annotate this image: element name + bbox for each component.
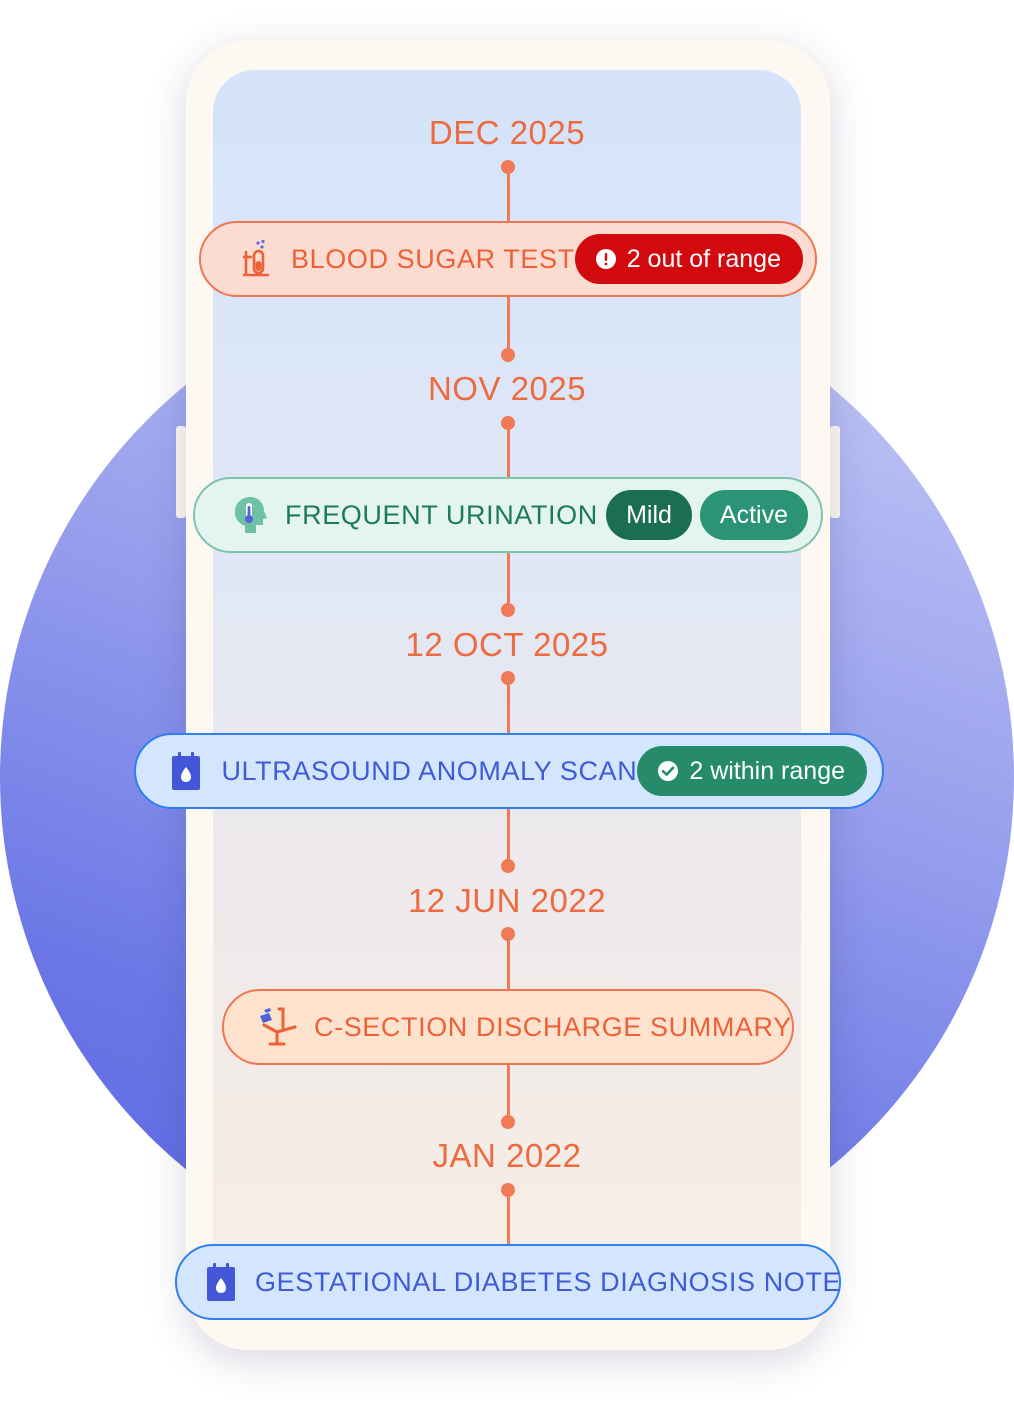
event-title: BLOOD SUGAR TEST bbox=[291, 243, 575, 274]
out-of-range-badge: 2 out of range bbox=[574, 234, 803, 284]
timeline-date: DEC 2025 bbox=[428, 114, 586, 151]
event-card-gestational-diabetes-diagnosis-note[interactable]: GESTATIONAL DIABETES DIAGNOSIS NOTE bbox=[175, 1244, 841, 1320]
timeline-dot bbox=[501, 603, 515, 617]
timeline-line bbox=[507, 1190, 510, 1246]
timeline-date: 12 JUN 2022 bbox=[407, 882, 607, 919]
timeline-dot bbox=[501, 1115, 515, 1129]
status-badge: Active bbox=[699, 490, 808, 540]
timeline-dot bbox=[501, 859, 515, 873]
event-title: C-SECTION DISCHARGE SUMMARY bbox=[314, 1011, 792, 1042]
timeline-dot bbox=[501, 671, 515, 685]
timeline-dot bbox=[501, 416, 515, 430]
timeline-date: NOV 2025 bbox=[427, 370, 587, 407]
alert-icon bbox=[595, 249, 616, 269]
badge-label: 2 within range bbox=[689, 756, 845, 785]
badge-label: 2 out of range bbox=[626, 244, 781, 273]
event-card-frequent-urination[interactable]: FREQUENT URINATION Mild Active bbox=[193, 477, 823, 553]
check-circle-icon bbox=[658, 761, 679, 781]
event-card-c-section-discharge-summary[interactable]: C-SECTION DISCHARGE SUMMARY bbox=[222, 989, 794, 1065]
event-title: ULTRASOUND ANOMALY SCAN bbox=[221, 755, 638, 786]
timeline-dot bbox=[501, 1183, 515, 1197]
event-title: FREQUENT URINATION bbox=[285, 499, 598, 530]
phone-side-button-right bbox=[830, 426, 840, 518]
timeline-dot bbox=[501, 348, 515, 362]
within-range-badge: 2 within range bbox=[637, 746, 867, 796]
severity-badge: Mild bbox=[606, 490, 692, 540]
timeline-dot bbox=[501, 927, 515, 941]
timeline-dot bbox=[501, 160, 515, 174]
phone-side-button-left bbox=[176, 426, 186, 518]
event-title: GESTATIONAL DIABETES DIAGNOSIS NOTE bbox=[255, 1266, 842, 1297]
clipboard-drop-icon bbox=[168, 751, 203, 791]
timeline-date: 12 OCT 2025 bbox=[405, 626, 609, 663]
event-card-ultrasound-anomaly-scan[interactable]: ULTRASOUND ANOMALY SCAN 2 within range bbox=[134, 733, 884, 809]
timeline-date: JAN 2022 bbox=[432, 1137, 582, 1174]
event-card-blood-sugar-test[interactable]: BLOOD SUGAR TEST 2 out of range bbox=[199, 221, 817, 297]
head-thermometer-icon bbox=[227, 495, 271, 535]
clipboard-drop-icon bbox=[207, 1262, 235, 1302]
test-tube-icon bbox=[235, 239, 277, 279]
hospital-bed-icon bbox=[252, 1006, 300, 1048]
